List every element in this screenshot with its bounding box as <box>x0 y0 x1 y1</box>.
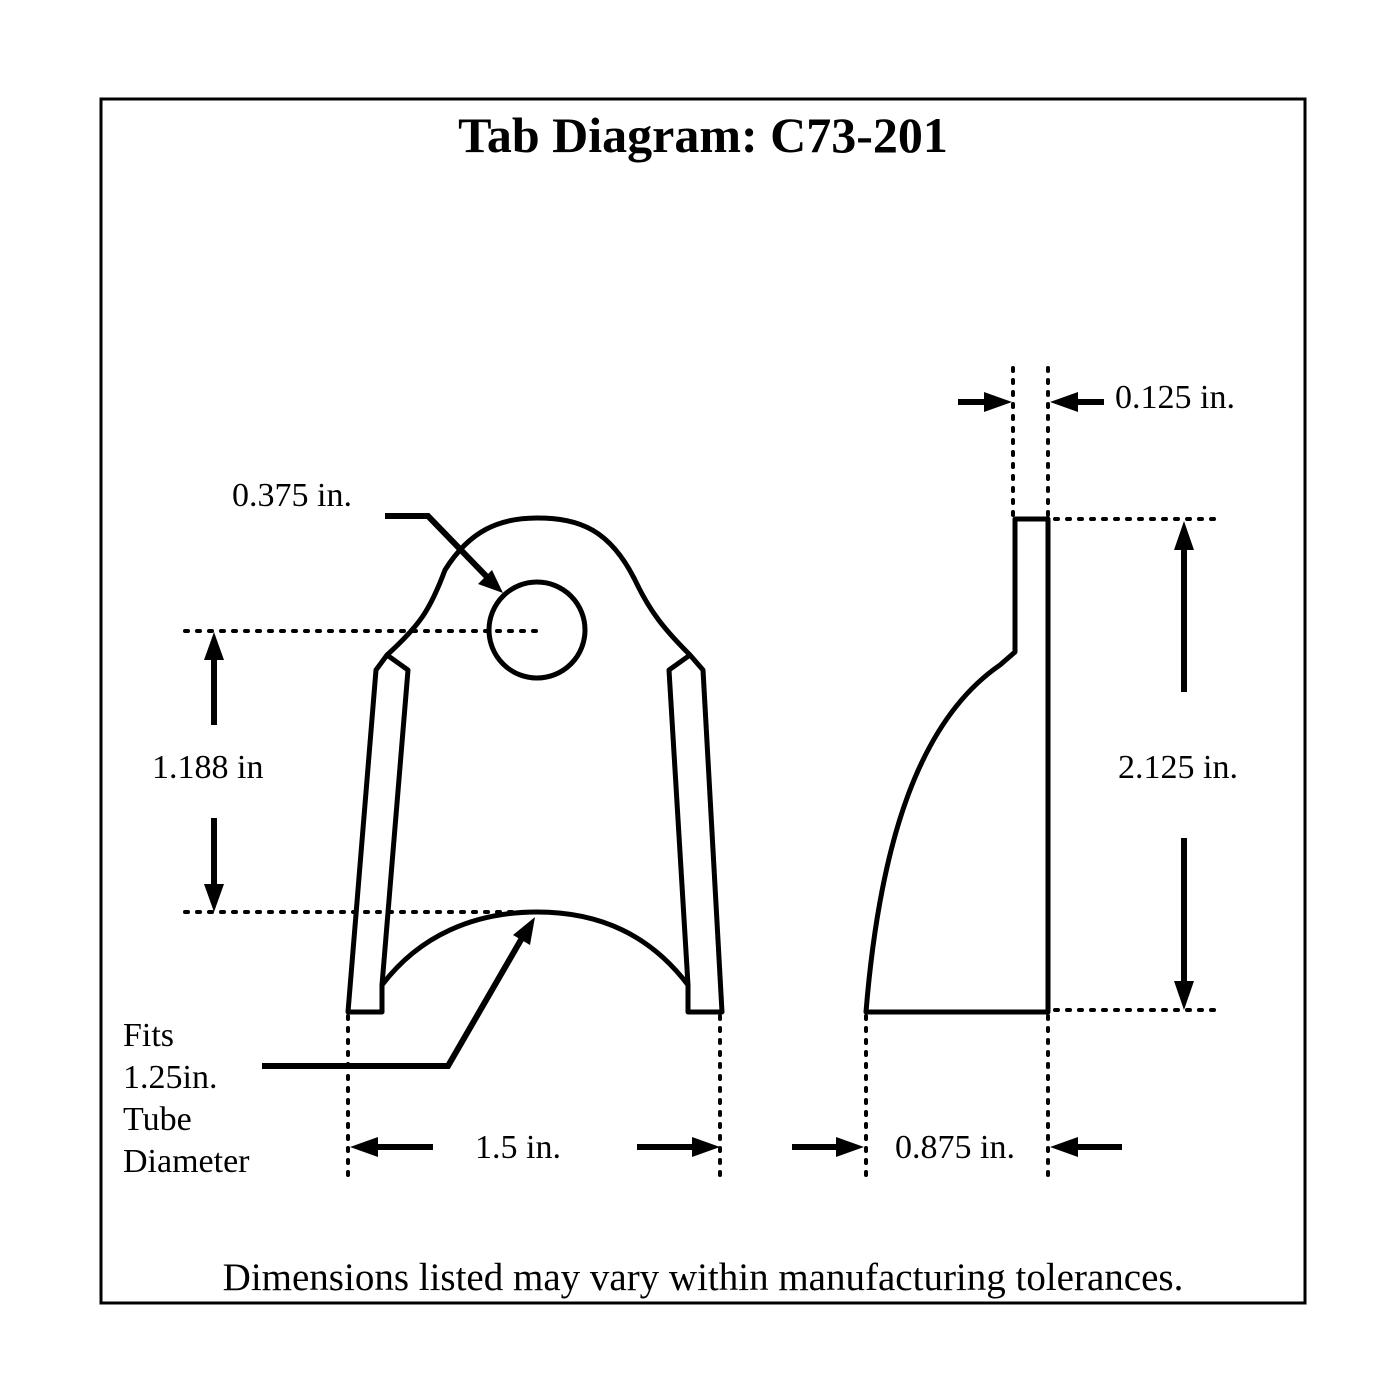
tube-note: Fits 1.25in. Tube Diameter <box>123 1017 250 1180</box>
tab-right-flange-line <box>666 652 692 986</box>
tolerance-note: Dimensions listed may vary within manufa… <box>223 1256 1184 1299</box>
extension-lines <box>183 366 1222 1184</box>
svg-text:Fits: Fits <box>123 1017 174 1054</box>
svg-text:Tube: Tube <box>123 1101 192 1138</box>
tab-front-view <box>345 515 725 1015</box>
thickness-label: 0.125 in. <box>1115 379 1235 416</box>
hole-diameter-label: 0.375 in. <box>232 477 352 514</box>
svg-text:Diameter: Diameter <box>123 1143 250 1180</box>
diagram-frame <box>99 97 1307 1305</box>
hole-height-label: 1.188 in <box>152 749 263 786</box>
tab-side-view <box>863 516 1051 1015</box>
dimension-arrows <box>204 392 1194 1157</box>
diagram-title: Tab Diagram: C73-201 <box>458 107 948 163</box>
tab-front-outline <box>345 515 725 1015</box>
depth-label: 0.875 in. <box>895 1129 1015 1166</box>
width-label: 1.5 in. <box>475 1129 561 1166</box>
height-label: 2.125 in. <box>1118 749 1238 786</box>
svg-text:1.25in.: 1.25in. <box>123 1059 217 1096</box>
tab-left-flange-line <box>379 652 411 986</box>
